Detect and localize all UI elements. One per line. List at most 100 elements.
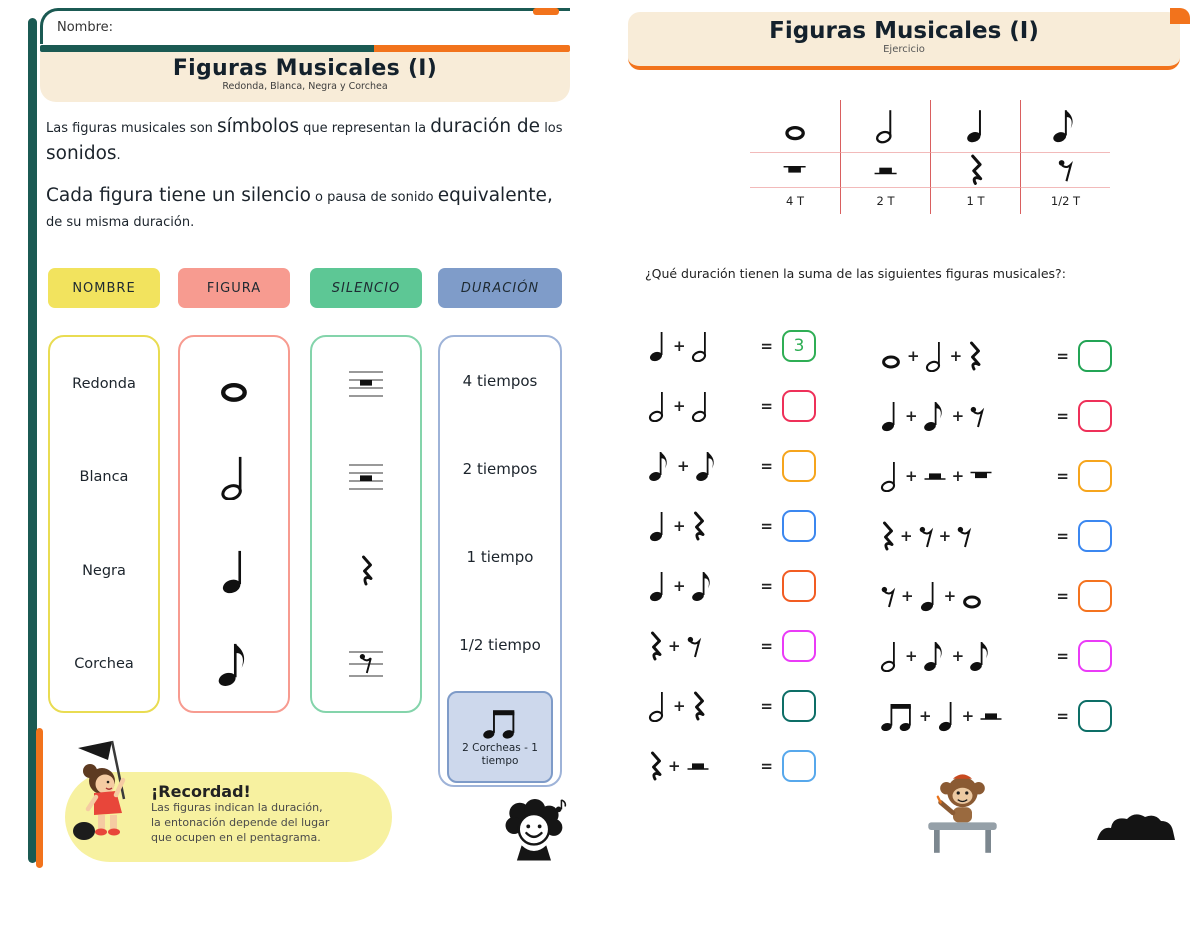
s-negra-icon <box>648 751 663 781</box>
equals-sign: = <box>1056 467 1069 485</box>
equals-sign: = <box>760 457 773 475</box>
corchea-icon <box>691 570 715 602</box>
answer-box[interactable] <box>782 750 816 782</box>
blanca-icon <box>648 690 668 722</box>
corner-accent-orange <box>1170 8 1190 24</box>
two-corcheas-box: 2 Corcheas - 1 tiempo <box>447 691 553 783</box>
exercise-column-right: ++=++=++=++=++=++=++= <box>880 326 1112 746</box>
s-negra-icon <box>691 691 706 721</box>
corchea-icon <box>923 400 947 432</box>
exercise-column-left: +=3+=+=+=+=+=+=+= <box>648 316 816 796</box>
text-segment: los <box>540 121 563 136</box>
exercise-row: += <box>648 436 816 496</box>
answer-box[interactable] <box>782 450 816 482</box>
answer-box[interactable] <box>1078 460 1112 492</box>
answer-box[interactable] <box>782 390 816 422</box>
duration-cell: 2 tiempos <box>462 460 538 478</box>
plus-sign: + <box>673 397 686 415</box>
plus-sign: + <box>668 637 681 655</box>
plus-sign: + <box>938 527 952 545</box>
s-blanca-icon <box>873 162 898 179</box>
text-segment: de su misma duración. <box>46 215 195 231</box>
blanca-icon <box>691 330 711 362</box>
column-figura <box>178 335 290 713</box>
answer-box[interactable] <box>782 570 816 602</box>
answer-box[interactable] <box>1078 400 1112 432</box>
blanca-icon <box>691 390 711 422</box>
plus-sign: + <box>901 587 914 605</box>
corchea-icon <box>1052 108 1078 143</box>
answer-box[interactable] <box>1078 520 1112 552</box>
exercise-row: += <box>648 556 816 616</box>
answer-box[interactable]: 3 <box>782 330 816 362</box>
plus-sign: + <box>905 467 918 485</box>
answer-box[interactable] <box>782 690 816 722</box>
s-corchea-icon <box>1057 156 1074 183</box>
corchea-icon <box>969 640 993 672</box>
equals-sign: = <box>1056 347 1069 365</box>
divider-bar <box>40 45 570 52</box>
figure-cell <box>180 337 288 431</box>
corner-accent-orange <box>533 8 559 15</box>
plus-sign: + <box>900 527 913 545</box>
negra-icon <box>919 580 939 612</box>
s-negra-icon <box>967 341 982 371</box>
answer-box[interactable] <box>1078 640 1112 672</box>
summary-rest-cell <box>930 152 1020 188</box>
question-text: ¿Qué duración tienen la suma de las sigu… <box>645 266 1066 281</box>
reminder-title: ¡Recordad! <box>151 782 251 801</box>
s-redonda-icon <box>969 468 993 484</box>
exercise-row: += <box>648 496 816 556</box>
rest-cell <box>312 524 420 618</box>
answer-box[interactable] <box>782 510 816 542</box>
text-segment: duración de <box>430 116 541 137</box>
s-redonda-icon <box>782 162 807 179</box>
page-subtitle: Ejercicio <box>883 44 925 55</box>
s-negra-icon <box>880 521 895 551</box>
negra-icon <box>648 330 668 362</box>
figure-cell <box>180 431 288 525</box>
plus-sign: + <box>961 707 975 725</box>
intro-paragraph-1: Las figuras musicales son símbolos que r… <box>46 114 568 168</box>
equals-sign: = <box>1056 647 1069 665</box>
afro-kid-illustration <box>505 798 567 861</box>
plus-sign: + <box>951 467 965 485</box>
s-negra-icon <box>648 631 663 661</box>
s-corchea-icon <box>686 633 702 659</box>
equals-sign: = <box>1056 407 1069 425</box>
equals-sign: = <box>1056 587 1069 605</box>
blanca-icon <box>875 108 897 144</box>
s-corchea-staff-icon <box>344 646 388 682</box>
redonda-icon <box>783 110 807 143</box>
name-input[interactable] <box>113 11 570 44</box>
answer-box[interactable] <box>782 630 816 662</box>
plus-sign: + <box>951 647 965 665</box>
equals-sign: = <box>760 637 773 655</box>
answer-box[interactable] <box>1078 580 1112 612</box>
exercise-row: += <box>648 676 816 736</box>
s-blanca-icon <box>923 468 947 484</box>
plus-sign: + <box>907 347 920 365</box>
exercise-row: ++= <box>880 566 1112 626</box>
worksheet-page-left: Nombre: Figuras Musicales (I) Redonda, B… <box>28 8 580 870</box>
note-name: Corchea <box>74 656 134 673</box>
corchea-icon <box>923 640 947 672</box>
exercise-row: += <box>648 616 816 676</box>
equals-sign: = <box>760 517 773 535</box>
header-silencio: SILENCIO <box>310 268 422 308</box>
text-segment: sonidos <box>46 142 117 164</box>
answer-box[interactable] <box>1078 340 1112 372</box>
summary-rest-cell <box>1020 152 1110 188</box>
negra-icon <box>937 700 957 732</box>
answer-box[interactable] <box>1078 700 1112 732</box>
intro-text: Las figuras musicales son símbolos que r… <box>46 114 568 248</box>
text-segment: Las figuras musicales son <box>46 121 218 136</box>
redonda-icon <box>880 341 902 371</box>
duration-cell: 1 tiempo <box>466 548 534 566</box>
text-segment: . <box>116 147 121 163</box>
plus-sign: + <box>919 707 932 725</box>
